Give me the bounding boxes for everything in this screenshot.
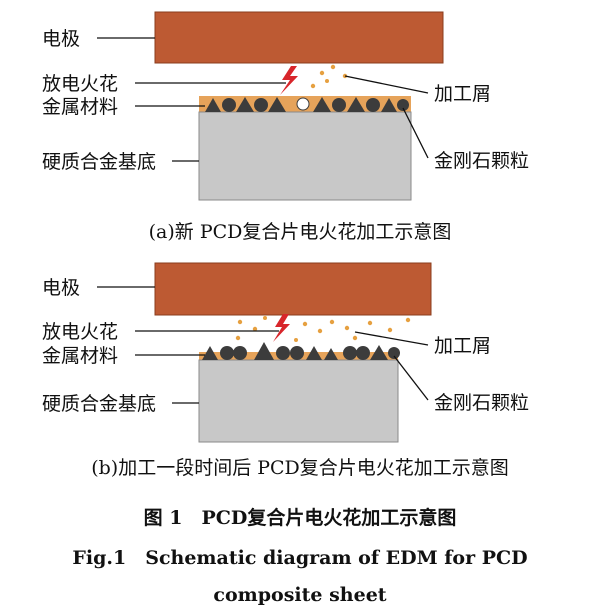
diamond-grain — [370, 345, 388, 360]
panel-b: 电极 放电火花 金属材料 硬质合金基底 加工屑 金刚石颗粒 (b)加工一段时间后… — [42, 262, 529, 479]
debris-particle — [405, 317, 411, 323]
leader-diamond-b — [393, 355, 429, 401]
debris-particle — [319, 70, 325, 76]
debris-particle — [329, 319, 335, 325]
carbide-substrate-b — [198, 359, 399, 443]
diamond-grain — [381, 98, 397, 112]
debris-particle — [367, 320, 373, 326]
caption-b: (b)加工一段时间后 PCD复合片电火花加工示意图 — [91, 457, 509, 479]
diamond-grain — [324, 348, 338, 360]
diamond-grain — [332, 98, 346, 112]
electrode-label-b: 电极 — [42, 277, 80, 299]
spark-label-b: 放电火花 — [42, 321, 118, 343]
diamond-label-a: 金刚石颗粒 — [434, 150, 529, 172]
debris-particle — [263, 316, 267, 320]
debris-particle — [330, 64, 336, 70]
diamond-grain — [388, 347, 400, 359]
diamond-grains-b — [202, 342, 400, 360]
metal-label-a: 金属材料 — [42, 96, 118, 118]
debris-particle — [317, 328, 323, 334]
diamond-grain — [313, 97, 331, 112]
metal-label-b: 金属材料 — [42, 345, 118, 367]
diamond-grain — [205, 98, 221, 112]
debris-particle — [325, 79, 329, 83]
debris-label-b: 加工屑 — [434, 335, 491, 357]
debris-particle — [294, 338, 298, 342]
spark-icon-b — [273, 314, 290, 342]
diamond-grain — [236, 97, 254, 112]
diamond-grain — [222, 98, 236, 112]
leader-debris-b — [354, 331, 429, 346]
diamond-grain — [254, 342, 274, 360]
panel-a: 电极 放电火花 金属材料 硬质合金基底 加工屑 金刚石颗粒 (a)新 PCD复合… — [42, 11, 529, 243]
debris-particles-a — [310, 64, 348, 89]
diamond-grain — [233, 346, 247, 360]
diamond-grain — [268, 97, 286, 112]
substrate-label-a: 硬质合金基底 — [42, 151, 156, 173]
electrode-block-a — [154, 11, 444, 64]
substrate-label-b: 硬质合金基底 — [42, 393, 156, 415]
electrode-label-a: 电极 — [42, 28, 80, 50]
debris-particle — [352, 335, 358, 341]
diamond-grain — [356, 346, 370, 360]
leader-diamond-a — [402, 107, 429, 159]
debris-pit-grain — [296, 97, 310, 111]
spark-label-a: 放电火花 — [42, 73, 118, 95]
diamond-grain — [366, 98, 380, 112]
spark-icon-a — [280, 66, 298, 95]
figure-title: 图 1 PCD复合片电火花加工示意图 Fig.1 Schematic diagr… — [72, 506, 527, 606]
diamond-grain — [290, 346, 304, 360]
electrode-block-b — [154, 262, 432, 316]
figure-title-cn: 图 1 PCD复合片电火花加工示意图 — [144, 506, 457, 529]
figure-title-en-line2: composite sheet — [213, 584, 386, 606]
debris-particle — [310, 83, 316, 89]
debris-particle — [387, 327, 393, 333]
debris-particle — [344, 325, 350, 331]
debris-particle — [252, 326, 258, 332]
diamond-grain — [397, 99, 409, 111]
diamond-label-b: 金刚石颗粒 — [434, 392, 529, 414]
diamond-grain — [220, 346, 234, 360]
carbide-substrate-a — [198, 111, 412, 201]
debris-particle — [237, 319, 243, 325]
debris-particles-b — [235, 316, 411, 342]
debris-particle — [235, 335, 241, 341]
diamond-grain — [347, 97, 365, 112]
debris-particle — [302, 321, 308, 327]
diamond-grain — [276, 346, 290, 360]
leader-debris-a — [344, 75, 429, 94]
diamond-grains-a — [205, 97, 409, 112]
diamond-grain — [202, 346, 218, 360]
diamond-grain — [254, 98, 268, 112]
diamond-grain — [343, 346, 357, 360]
debris-label-a: 加工屑 — [434, 83, 491, 105]
diamond-grain — [306, 346, 322, 360]
caption-a: (a)新 PCD复合片电火花加工示意图 — [149, 221, 452, 243]
figure-title-en-line1: Fig.1 Schematic diagram of EDM for PCD — [72, 547, 527, 569]
